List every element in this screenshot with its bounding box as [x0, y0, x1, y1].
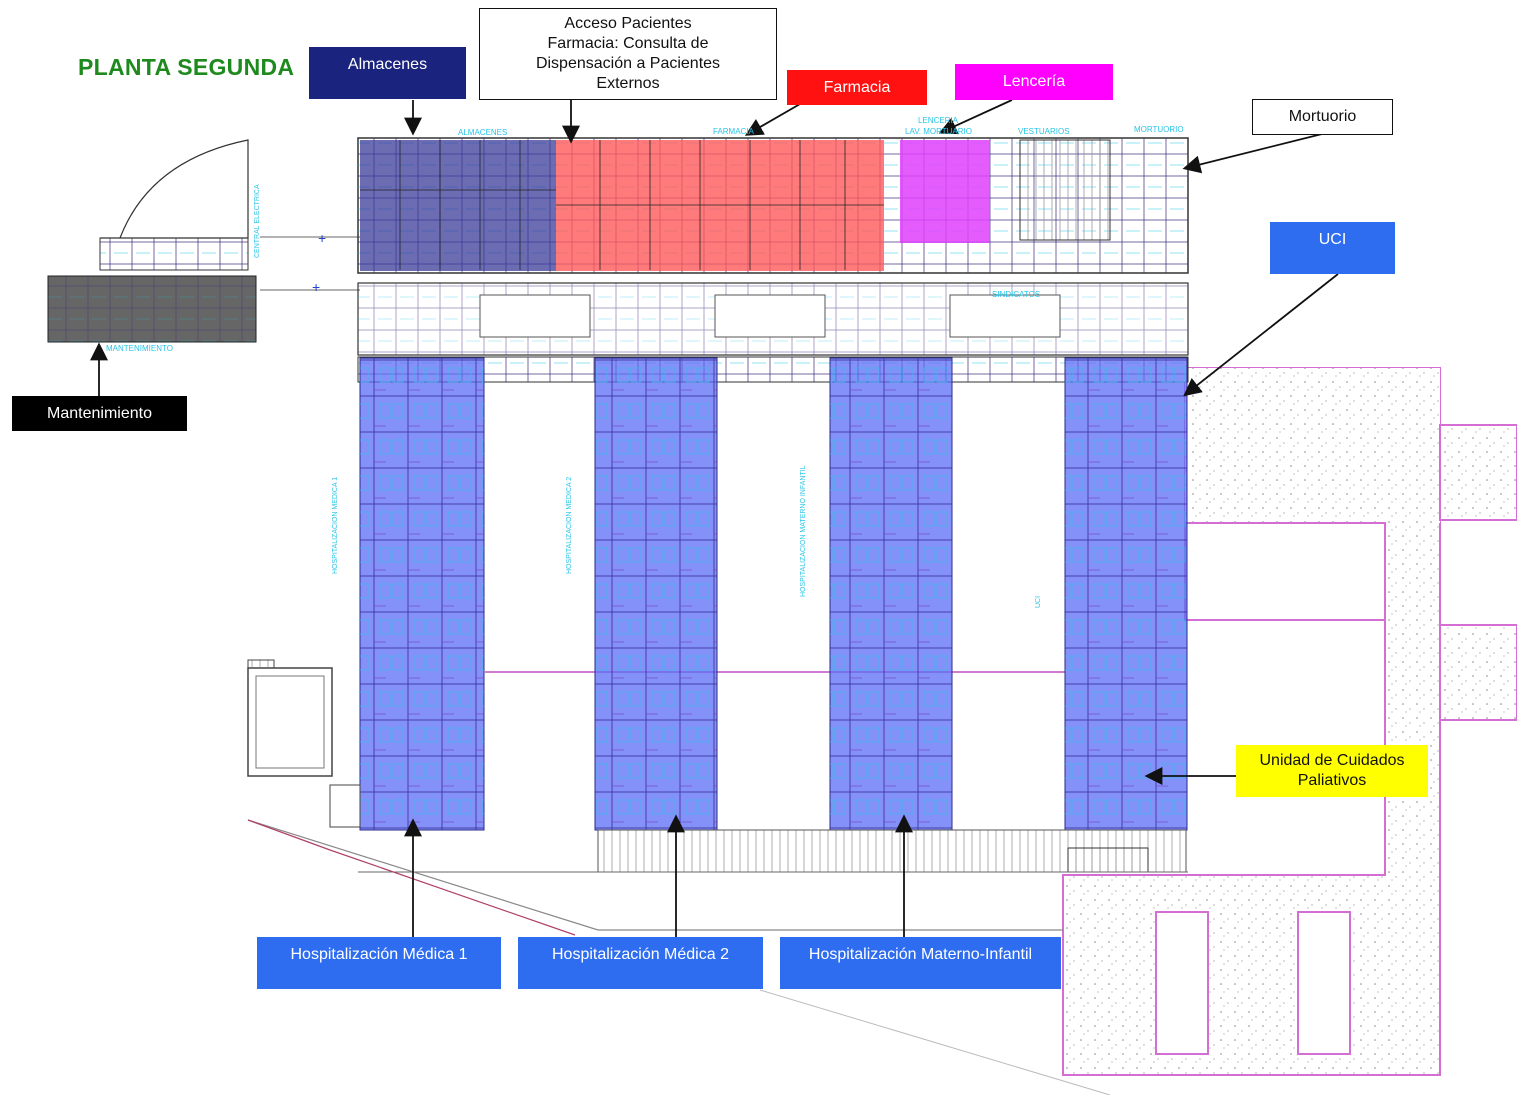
label-hosp-medica-2-text: Hospitalización Médica 2 [552, 946, 729, 963]
plan-text-central-electrica: CENTRAL ELECTRICA [254, 184, 261, 258]
label-farmacia: Farmacia [787, 70, 927, 105]
plan-text-hmi: HOSPITALIZACION MATERNO INFANTIL [800, 465, 807, 597]
plan-text-farmacia: FARMACIA [713, 127, 754, 136]
label-acceso-line-2: Farmacia: Consulta de [547, 35, 709, 52]
label-hosp-medica-1-text: Hospitalización Médica 1 [290, 946, 468, 963]
plan-text-sindicatos: SINDICATOS [992, 290, 1041, 299]
farmacia-zone [556, 140, 884, 271]
floor-title: PLANTA SEGUNDA [78, 54, 295, 80]
label-hosp-materno: Hospitalización Materno-Infantil [780, 937, 1061, 989]
label-mantenimiento: Mantenimiento [12, 396, 187, 431]
label-hosp-medica-2: Hospitalización Médica 2 [518, 937, 763, 989]
label-almacenes-text: Almacenes [347, 56, 428, 73]
plan-text-lav-mortuario: LAV. MORTUARIO [905, 127, 972, 136]
label-uci-text: UCI [1318, 231, 1347, 248]
plan-text-vestuarios: VESTUARIOS [1018, 127, 1070, 136]
garden-area [1062, 367, 1517, 1076]
svg-text:+: + [312, 279, 320, 295]
svg-text:+: + [318, 230, 326, 246]
label-uci: UCI [1270, 222, 1395, 274]
label-acceso-pacientes: Acceso Pacientes Farmacia: Consulta de D… [479, 8, 777, 100]
almacenes-zone [360, 140, 556, 271]
plan-text-hm2: HOSPITALIZACION MEDICA 2 [566, 476, 573, 574]
label-paliativos-line-1: Unidad de Cuidados [1259, 752, 1405, 769]
label-hosp-materno-text: Hospitalización Materno-Infantil [808, 946, 1033, 963]
label-lenceria: Lencería [955, 64, 1113, 100]
plan-text-mortuorio: MORTUORIO [1134, 125, 1184, 134]
plan-text-mantenimiento: MANTENIMIENTO [106, 344, 173, 353]
label-acceso-line-3: Dispensación a Pacientes [535, 55, 721, 72]
label-mortuorio: Mortuorio [1252, 99, 1393, 135]
label-lenceria-text: Lencería [1002, 73, 1066, 90]
lenceria-zone [900, 140, 990, 243]
plan-text-hm1: HOSPITALIZACION MEDICA 1 [332, 476, 339, 574]
plan-text-uci: UCI [1035, 595, 1042, 608]
label-hosp-medica-1: Hospitalización Médica 1 [257, 937, 501, 989]
label-mantenimiento-text: Mantenimiento [47, 404, 152, 422]
label-acceso-line-4: Externos [596, 75, 660, 92]
label-paliativos-line-2: Paliativos [1297, 772, 1367, 789]
label-acceso-line-1: Acceso Pacientes [564, 15, 692, 32]
label-paliativos: Unidad de Cuidados Paliativos [1236, 745, 1428, 797]
plan-text-almacenes: ALMACENES [458, 128, 508, 137]
label-almacenes: Almacenes [309, 47, 466, 99]
label-farmacia-text: Farmacia [823, 78, 891, 96]
plan-text-lenceria: LENCERIA [918, 116, 959, 125]
label-mortuorio-text: Mortuorio [1288, 108, 1357, 125]
